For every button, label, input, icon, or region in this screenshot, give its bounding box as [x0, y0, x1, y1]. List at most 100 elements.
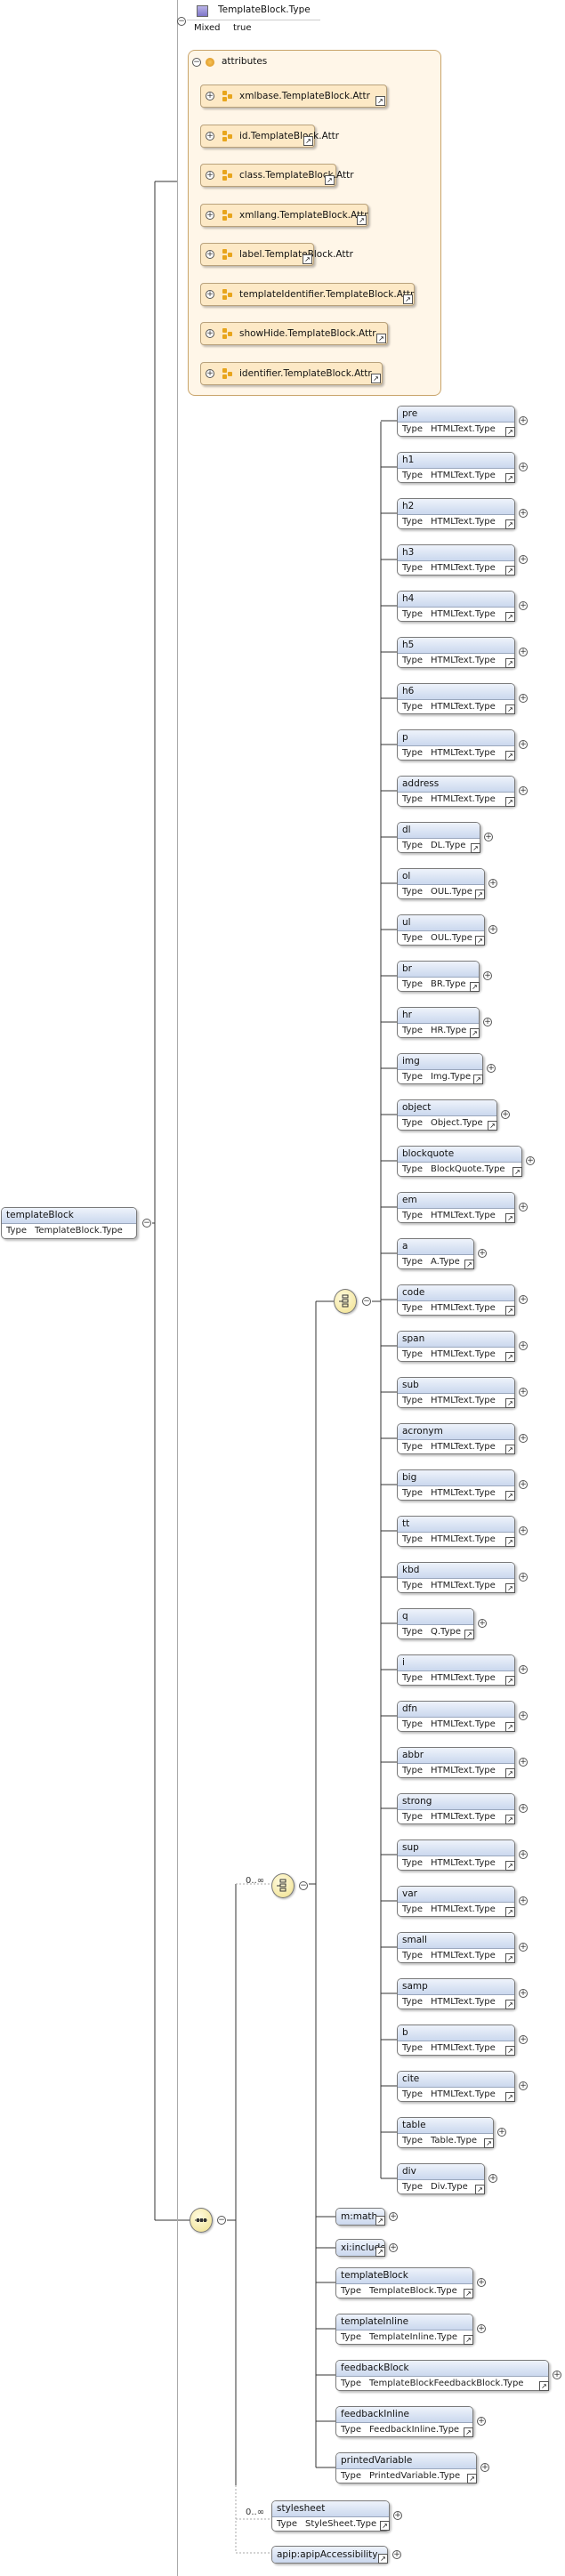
- attribute-item[interactable]: +identifier.TemplateBlock.Attr↗: [200, 361, 383, 385]
- attribute-expand-icon[interactable]: +: [206, 368, 214, 378]
- element-expand-icon[interactable]: +: [519, 1758, 528, 1767]
- link-arrow-icon[interactable]: ↗: [505, 2046, 515, 2056]
- element-expand-icon[interactable]: +: [519, 1434, 528, 1443]
- attribute-expand-icon[interactable]: +: [206, 92, 214, 101]
- element-expand-icon[interactable]: +: [478, 1249, 487, 1258]
- element-expand-icon[interactable]: +: [519, 1804, 528, 1813]
- element-expand-icon[interactable]: +: [389, 2212, 398, 2221]
- link-arrow-icon[interactable]: ↗: [505, 1583, 515, 1593]
- element-expand-icon[interactable]: +: [477, 2417, 486, 2426]
- link-arrow-icon[interactable]: ↗: [505, 797, 515, 807]
- element-expand-icon[interactable]: +: [480, 2463, 489, 2472]
- attribute-expand-icon[interactable]: +: [206, 289, 214, 299]
- element-xi-include[interactable]: xi:include: [335, 2239, 385, 2257]
- link-arrow-icon[interactable]: ↗: [470, 1028, 480, 1038]
- link-arrow-icon[interactable]: ↗: [464, 1260, 474, 1269]
- link-arrow-icon[interactable]: ↗: [505, 519, 515, 529]
- link-arrow-icon[interactable]: ↗: [505, 612, 515, 622]
- element-expand-icon[interactable]: +: [484, 833, 493, 841]
- element-expand-icon[interactable]: +: [519, 648, 528, 656]
- element-expand-icon[interactable]: +: [497, 2128, 506, 2137]
- element-expand-icon[interactable]: +: [488, 925, 497, 934]
- inner-choice-collapse-icon[interactable]: −: [362, 1297, 371, 1306]
- link-arrow-icon[interactable]: ↗: [375, 2247, 385, 2257]
- attributes-collapse-icon[interactable]: −: [192, 58, 201, 67]
- link-arrow-icon[interactable]: ↗: [376, 334, 386, 343]
- element-expand-icon[interactable]: +: [519, 416, 528, 425]
- element-expand-icon[interactable]: +: [487, 1064, 496, 1073]
- attribute-item[interactable]: +id.TemplateBlock.Attr↗: [200, 124, 339, 148]
- element-expand-icon[interactable]: +: [519, 1989, 528, 1998]
- link-arrow-icon[interactable]: ↗: [505, 2000, 515, 2009]
- element-expand-icon[interactable]: +: [519, 1203, 528, 1212]
- link-arrow-icon[interactable]: ↗: [505, 1352, 515, 1362]
- element-expand-icon[interactable]: +: [519, 1526, 528, 1535]
- link-arrow-icon[interactable]: ↗: [471, 843, 480, 853]
- link-arrow-icon[interactable]: ↗: [505, 704, 515, 714]
- attribute-item[interactable]: +templateIdentifier.TemplateBlock.Attr↗: [200, 282, 415, 306]
- choice-collapse-icon[interactable]: −: [299, 1881, 308, 1890]
- element-expand-icon[interactable]: +: [519, 2081, 528, 2090]
- link-arrow-icon[interactable]: ↗: [475, 890, 485, 899]
- link-arrow-icon[interactable]: ↗: [378, 2554, 388, 2564]
- link-arrow-icon[interactable]: ↗: [475, 936, 485, 946]
- link-arrow-icon[interactable]: ↗: [505, 1491, 515, 1501]
- link-arrow-icon[interactable]: ↗: [470, 982, 480, 992]
- attribute-item[interactable]: +showHide.TemplateBlock.Attr↗: [200, 322, 388, 345]
- type-collapse-icon[interactable]: −: [177, 17, 186, 26]
- link-arrow-icon[interactable]: ↗: [505, 1676, 515, 1686]
- element-expand-icon[interactable]: +: [519, 1896, 528, 1905]
- element-expand-icon[interactable]: +: [477, 2278, 486, 2287]
- element-expand-icon[interactable]: +: [519, 694, 528, 703]
- element-expand-icon[interactable]: +: [519, 1711, 528, 1720]
- link-arrow-icon[interactable]: ↗: [380, 2521, 390, 2531]
- element-expand-icon[interactable]: +: [526, 1156, 535, 1165]
- root-collapse-icon[interactable]: −: [142, 1219, 151, 1228]
- link-arrow-icon[interactable]: ↗: [464, 2289, 473, 2298]
- element-expand-icon[interactable]: +: [519, 1943, 528, 1952]
- element-expand-icon[interactable]: +: [519, 509, 528, 518]
- link-arrow-icon[interactable]: ↗: [505, 1861, 515, 1871]
- link-arrow-icon[interactable]: ↗: [505, 427, 515, 437]
- element-expand-icon[interactable]: +: [519, 740, 528, 749]
- element-apip-accessibility[interactable]: apip:apipAccessibility: [271, 2546, 388, 2564]
- element-expand-icon[interactable]: +: [519, 1341, 528, 1350]
- link-arrow-icon[interactable]: ↗: [505, 1213, 515, 1223]
- link-arrow-icon[interactable]: ↗: [505, 1907, 515, 1917]
- link-arrow-icon[interactable]: ↗: [464, 1630, 474, 1639]
- link-arrow-icon[interactable]: ↗: [475, 2185, 485, 2194]
- attribute-expand-icon[interactable]: +: [206, 250, 214, 259]
- link-arrow-icon[interactable]: ↗: [303, 254, 312, 264]
- link-arrow-icon[interactable]: ↗: [371, 373, 381, 383]
- sequence-collapse-icon[interactable]: −: [217, 2216, 226, 2225]
- element-expand-icon[interactable]: +: [477, 2324, 486, 2333]
- element-expand-icon[interactable]: +: [519, 1850, 528, 1859]
- link-arrow-icon[interactable]: ↗: [505, 1953, 515, 1963]
